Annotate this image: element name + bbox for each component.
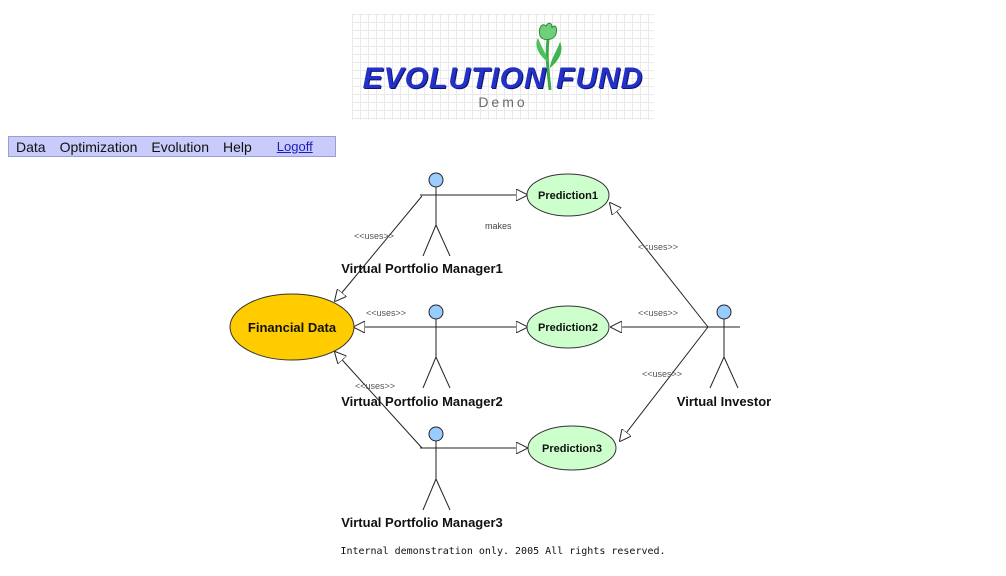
use-case-prediction3[interactable] <box>527 425 617 471</box>
actor-vpm1[interactable] <box>420 172 452 257</box>
use-case-diagram: Financial Data Prediction1 Prediction2 P… <box>229 172 771 530</box>
menu-item-evolution[interactable]: Evolution <box>151 138 209 155</box>
prediction2-label: Prediction2 <box>538 322 598 334</box>
actor-vpm2-label: Virtual Portfolio Manager2 <box>341 394 503 409</box>
edge-investor-prediction1 <box>610 203 709 328</box>
logo: EVOLUTION FUND Demo <box>352 14 654 120</box>
financial-data-label: Financial Data <box>248 320 337 335</box>
actor-head-icon <box>428 426 444 442</box>
uses-label-investor-p3: <<uses>> <box>642 369 682 379</box>
edge-vpm1-financial-data <box>335 195 423 301</box>
actor-vpm3-label: Virtual Portfolio Manager3 <box>341 515 503 530</box>
use-case-prediction2[interactable] <box>526 305 610 349</box>
edge-investor-prediction3 <box>620 326 709 441</box>
prediction3-label: Prediction3 <box>542 443 602 455</box>
uses-label-vpm2: <<uses>> <box>366 308 406 318</box>
tulip-icon <box>536 22 562 90</box>
actor-investor[interactable] <box>708 304 740 389</box>
menu-bar: Data Optimization Evolution Help Logoff <box>8 136 336 157</box>
menu-item-help[interactable]: Help <box>222 138 252 155</box>
actor-head-icon <box>428 304 444 320</box>
uses-label-vpm3: <<uses>> <box>355 381 395 391</box>
menu-item-optimization[interactable]: Optimization <box>59 138 138 155</box>
logo-title: EVOLUTION FUND <box>362 62 644 95</box>
logoff-link[interactable]: Logoff <box>276 139 313 154</box>
actor-vpm1-label: Virtual Portfolio Manager1 <box>341 261 503 276</box>
footer-text: Internal demonstration only. 2005 All ri… <box>340 546 666 557</box>
makes-label: makes <box>485 221 512 231</box>
actor-head-icon <box>716 304 732 320</box>
prediction1-label: Prediction1 <box>538 190 598 202</box>
actor-head-icon <box>428 172 444 188</box>
use-case-prediction1[interactable] <box>526 173 610 217</box>
actor-investor-label: Virtual Investor <box>677 394 771 409</box>
actor-vpm2[interactable] <box>420 304 452 389</box>
menu-item-data[interactable]: Data <box>16 138 46 155</box>
use-case-financial-data[interactable] <box>229 293 355 361</box>
uses-label-investor-p1: <<uses>> <box>638 242 678 252</box>
edge-vpm3-financial-data <box>335 352 423 449</box>
uses-label-investor-p2: <<uses>> <box>638 308 678 318</box>
uses-label-vpm1: <<uses>> <box>354 231 394 241</box>
actor-vpm3[interactable] <box>420 426 452 511</box>
logo-subtitle: Demo <box>478 94 528 110</box>
